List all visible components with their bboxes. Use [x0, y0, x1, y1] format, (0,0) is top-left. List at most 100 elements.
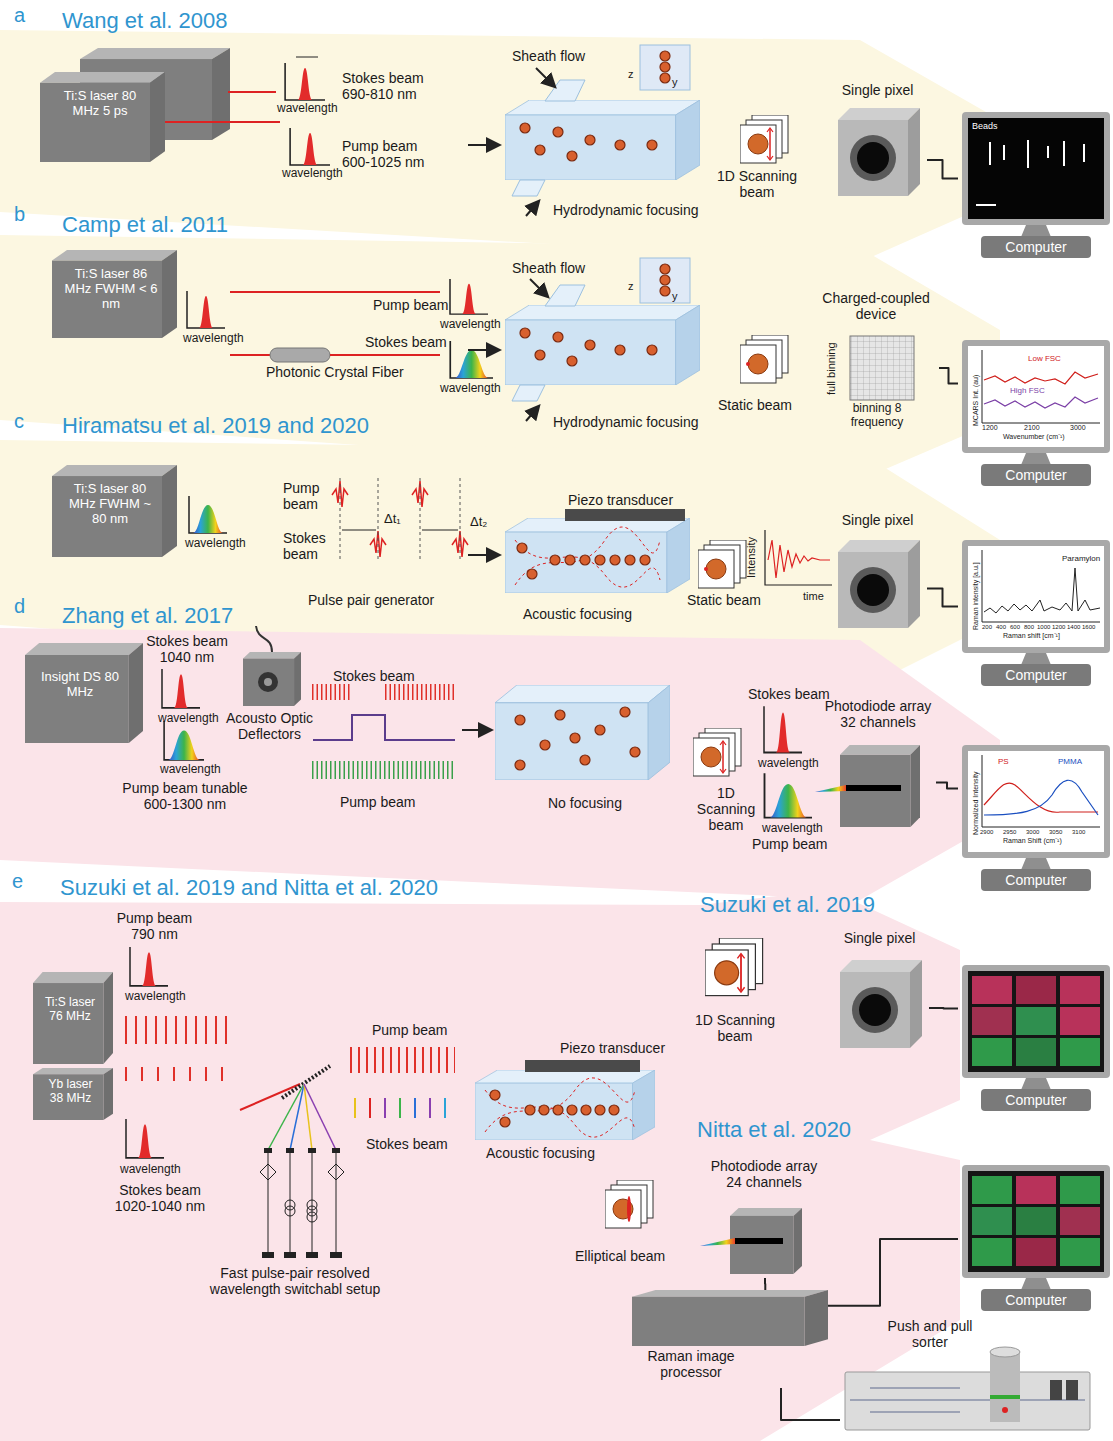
panel-b-drawing	[982, 350, 1100, 423]
node-text: Wavenumber (cm⁻¹)	[1003, 433, 1065, 441]
panel-a-drawing	[976, 204, 996, 206]
panel-e-drawing	[304, 1084, 336, 1150]
panel-a-drawing	[290, 128, 330, 165]
node-text: 1600	[1082, 624, 1095, 631]
panel-b-drawing	[585, 340, 595, 350]
node-text: Single pixel	[830, 82, 925, 98]
panel-a-drawing	[585, 135, 595, 145]
node-text: Photodiode array 32 channels	[822, 698, 934, 730]
panel-e-drawing	[705, 938, 763, 996]
panel-e-drawing	[609, 1105, 619, 1115]
panel-e-drawing	[525, 1060, 640, 1072]
panel-a-drawing	[660, 62, 670, 72]
panel-a-drawing	[660, 73, 670, 83]
panel-e-drawing	[285, 1200, 295, 1210]
panel-e-drawing	[539, 1105, 549, 1115]
node-text: Computer	[981, 872, 1091, 888]
panel-b-drawing	[52, 250, 1110, 486]
panel-e-drawing	[282, 1066, 330, 1098]
panel-e-drawing	[1060, 1238, 1100, 1266]
laser-box: Insight DS 80 MHz	[25, 648, 135, 742]
panel-a-drawing	[505, 100, 700, 180]
panel-d-drawing	[312, 761, 455, 779]
deflector: Acousto Optic Deflectors	[222, 652, 319, 752]
panel-e-drawing	[553, 1105, 563, 1115]
panel-e-drawing	[990, 1352, 1020, 1422]
panel-d-drawing	[258, 672, 278, 692]
detector: Single pixel	[830, 512, 927, 628]
panel-e-drawing	[285, 1206, 295, 1216]
node-text: PS	[998, 757, 1009, 766]
panel-c-drawing	[698, 540, 746, 588]
panel-e-drawing	[735, 1238, 783, 1244]
panel-d-drawing	[984, 783, 1098, 812]
annotation-label: Hydrodynamic focusing	[553, 414, 699, 430]
node-text: Ti:S laser 86 MHz FWHM < 6 nm	[62, 267, 160, 312]
panel-d-drawing	[515, 715, 525, 725]
panel-b-drawing	[567, 356, 577, 366]
annotation-label: Hydrodynamic focusing	[553, 202, 699, 218]
node-text: 1400	[1067, 624, 1080, 631]
panel-b-drawing	[520, 328, 530, 338]
panel-e-drawing	[284, 1252, 296, 1258]
panel-b-drawing	[850, 336, 914, 400]
node-text: Computer	[981, 1292, 1091, 1308]
panel-b-drawing	[535, 350, 545, 360]
annotation-label: wavelength	[277, 102, 338, 116]
panel-a-drawing	[1027, 140, 1029, 168]
panel-a-drawing	[228, 91, 276, 93]
panel-c-drawing	[625, 555, 635, 565]
node-text: Raman intensity [a.u.]	[972, 562, 980, 630]
panel-e-drawing	[290, 1084, 304, 1150]
node-text: Charged-coupled device	[815, 290, 937, 322]
annotation-label: Pump beam	[283, 480, 328, 512]
detector: Single pixel	[830, 82, 927, 200]
annotation-label: Pump beam	[373, 297, 448, 313]
panel-a-drawing	[526, 202, 538, 216]
panel-a-drawing	[468, 144, 498, 146]
panel-e-drawing	[605, 1180, 653, 1228]
panel-a-drawing	[989, 142, 991, 165]
panel-c-drawing	[340, 478, 460, 562]
cable	[939, 368, 958, 384]
panel-e-drawing	[1060, 1176, 1100, 1204]
panel-e-drawing	[260, 1164, 344, 1180]
annotation-label: Pump beam	[340, 794, 415, 810]
panel-c-drawing	[962, 540, 1110, 686]
panel-e-drawing	[240, 1084, 300, 1110]
panel-e-drawing	[1016, 1176, 1056, 1204]
panel-e-drawing	[262, 1148, 342, 1258]
panel-heading: Nitta et al. 2020	[697, 1117, 851, 1142]
panel-d-drawing	[630, 747, 640, 757]
annotation-label: Pump beam 790 nm	[112, 910, 197, 942]
node-text: Acousto Optic Deflectors	[222, 710, 317, 742]
panel-b-drawing	[468, 349, 498, 351]
annotation-label: Stokes beam 690-810 nm	[342, 70, 437, 102]
panel-e-drawing	[369, 1098, 371, 1118]
panel-a-drawing	[512, 180, 545, 196]
annotation-label: Stokes beam	[333, 668, 415, 684]
node-text: 2950	[1003, 829, 1016, 836]
panel-b-drawing	[530, 279, 547, 296]
annotation-label: Stokes beam	[748, 686, 830, 702]
panel-e-drawing	[350, 1047, 455, 1073]
annotation-label: Acoustic focusing	[523, 606, 632, 622]
panel-e-drawing	[262, 1252, 274, 1258]
panel-e-drawing	[730, 1208, 802, 1274]
panel-e-drawing	[1016, 976, 1056, 1004]
annotation-label: z	[628, 68, 634, 81]
panel-c-drawing	[515, 527, 660, 585]
annotation-label: 1D Scanning beam	[686, 785, 766, 833]
panel-e-drawing	[384, 1098, 386, 1118]
panel-c-drawing	[468, 554, 498, 556]
annotation-label: Δt₂	[470, 515, 487, 530]
panel-d-drawing	[385, 684, 455, 700]
panel-e-drawing	[260, 1150, 344, 1258]
panel-e-drawing	[490, 1090, 500, 1100]
annotation-label: Pulse pair generator	[308, 592, 434, 608]
panel-e-drawing	[1016, 1038, 1056, 1066]
panel-d-drawing	[968, 751, 1104, 852]
node-text: 3000	[1070, 424, 1086, 432]
